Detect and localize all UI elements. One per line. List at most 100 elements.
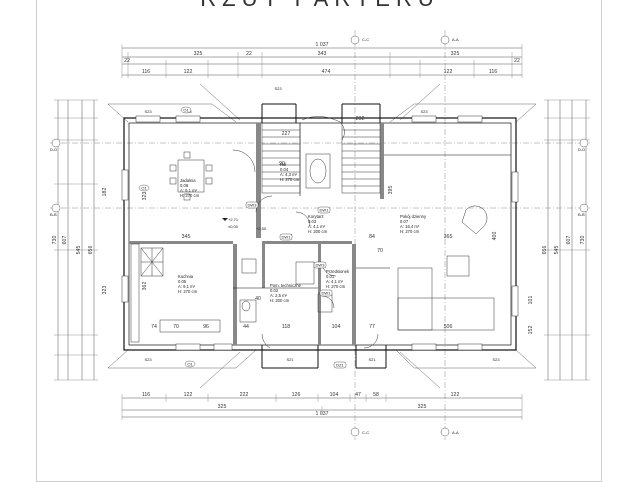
dim-misc: 74 — [151, 324, 157, 330]
window-tag: S21 — [368, 357, 376, 362]
svg-text:0.01: 0.01 — [326, 274, 335, 279]
svg-text:0.04: 0.04 — [280, 167, 289, 172]
dim-misc: 90 — [279, 161, 285, 167]
dim-right-part-c: 101 — [528, 296, 534, 305]
dim-misc: 506 — [444, 324, 453, 330]
dim-right-part-d: 152 — [528, 326, 534, 335]
level-marks: +2.71 ±0,00 +2,50 — [222, 217, 267, 231]
dim-top-row3-c: 122 — [184, 69, 193, 75]
section-label-bb: B-B — [50, 212, 57, 217]
dim-left-part-a: 182 — [102, 188, 108, 197]
door-tag: DW3 — [248, 203, 258, 208]
svg-text:Kuchnia: Kuchnia — [178, 274, 194, 279]
level-mark: ±0,00 — [228, 224, 239, 229]
dimension-labels: 1 037 325 22 343 325 22 116 122 474 122 … — [52, 42, 586, 417]
dim-top-row2-c: 343 — [318, 51, 327, 57]
svg-text:Korytarz: Korytarz — [308, 214, 324, 219]
plan-title: RZUT PARTERU — [0, 0, 640, 12]
section-markers: C-C A-A C-C A-A B-B B-B D-D D-D — [50, 35, 589, 437]
svg-text:H: 200 cm: H: 200 cm — [308, 229, 328, 234]
windows — [121, 115, 519, 351]
level-mark: +2.71 — [228, 217, 239, 222]
svg-text:A: 16,4 m²: A: 16,4 m² — [400, 224, 420, 229]
dim-bottom-d: 126 — [292, 392, 301, 398]
svg-text:A: 4,1 m²: A: 4,1 m² — [326, 279, 344, 284]
dim-right-part-b: 400 — [492, 232, 498, 241]
dim-left-sub-a: 607 — [62, 236, 68, 245]
window-code: O1 — [183, 108, 189, 113]
room-jadalnia: Jadalnia 0.06 A: 9,1 m² H: 270 cm — [180, 178, 200, 198]
stairs — [261, 116, 381, 194]
dim-right-sub-c: 656 — [542, 246, 548, 255]
svg-text:H: 270 cm: H: 270 cm — [180, 193, 200, 198]
window-codes: O1 O1 O1 — [138, 106, 196, 368]
dim-top-row3-a: 22 — [124, 58, 130, 64]
dim-misc: 70 — [173, 324, 179, 330]
svg-text:A: 4,1 m²: A: 4,1 m² — [308, 224, 326, 229]
dim-misc: 77 — [369, 324, 375, 330]
dim-top-row2-a: 325 — [194, 51, 203, 57]
dim-misc: 40 — [255, 296, 261, 302]
svg-text:Jadalnia: Jadalnia — [180, 178, 196, 183]
svg-text:Pom. techniczne: Pom. techniczne — [270, 283, 302, 288]
section-label-dd: D-D — [578, 147, 585, 152]
roof-eaves — [107, 83, 537, 389]
interior-partitions — [233, 123, 511, 289]
window-code: O1 — [187, 362, 193, 367]
svg-text:Przedsionek: Przedsionek — [326, 269, 350, 274]
dim-misc: 44 — [243, 324, 249, 330]
room-pom-techniczne: Pom. techniczne 0.02 A: 2,5 m² H: 200 cm — [270, 283, 302, 303]
section-label-cc: C-C — [362, 430, 369, 435]
svg-text:H: 270 cm: H: 270 cm — [178, 289, 198, 294]
dim-top-row3-f: 116 — [489, 69, 497, 75]
dim-misc: 84 — [369, 234, 375, 240]
dim-top-row3-g: 22 — [514, 58, 520, 64]
door-swings — [232, 149, 379, 349]
section-label-bb: B-B — [578, 212, 585, 217]
svg-text:0.06: 0.06 — [180, 183, 189, 188]
dim-left-part-d: 362 — [142, 282, 148, 291]
window-tag: S23 — [274, 86, 282, 91]
room-hol: Hol 0.04 A: 4,3 m² H: 270 cm — [280, 162, 300, 182]
svg-text:0.02: 0.02 — [270, 288, 279, 293]
dim-right-part-a: 395 — [388, 186, 394, 195]
room-kuchnia: Kuchnia 0.05 A: 9,1 m² H: 270 cm — [178, 274, 198, 294]
room-pokoj-dzienny: Pokój dzienny 0.07 A: 16,4 m² H: 270 cm — [400, 214, 427, 234]
dim-right-sub-a: 607 — [566, 236, 572, 245]
svg-text:H: 200 cm: H: 200 cm — [270, 298, 290, 303]
door-tag: DZ1 — [336, 363, 344, 368]
dim-bottom-g: 58 — [373, 392, 379, 398]
room-korytarz: Korytarz 0.03 A: 4,1 m² H: 200 cm — [308, 214, 328, 234]
svg-text:A: 9,1 m²: A: 9,1 m² — [180, 188, 198, 193]
dim-right-total: 730 — [580, 236, 586, 245]
door-tag: DW1 — [320, 208, 330, 213]
dim-left-sub-b: 545 — [76, 246, 82, 255]
dim-total-bottom: 1 037 — [316, 411, 329, 417]
section-label-aa: A-A — [452, 430, 459, 435]
window-code: O1 — [141, 186, 147, 191]
dim-misc: 365 — [444, 234, 453, 240]
svg-text:0.05: 0.05 — [178, 279, 187, 284]
section-label-dd: D-D — [50, 147, 57, 152]
wall-fill — [129, 123, 384, 345]
dim-misc: 345 — [182, 234, 191, 240]
dim-misc: 227 — [282, 131, 291, 137]
window-tag: S23 — [144, 357, 152, 362]
svg-text:0.03: 0.03 — [308, 219, 317, 224]
svg-text:H: 270 cm: H: 270 cm — [400, 229, 420, 234]
level-mark: +2,50 — [256, 226, 267, 231]
window-tag: S23 — [144, 109, 152, 114]
room-labels: Jadalnia 0.06 A: 9,1 m² H: 270 cm Kuchni… — [178, 162, 427, 303]
svg-text:Hol: Hol — [280, 162, 286, 167]
room-przedsionek: Przedsionek 0.01 A: 4,1 m² H: 270 cm — [326, 269, 350, 289]
dim-bottom-b: 122 — [184, 392, 193, 398]
dim-bottom-e: 104 — [330, 392, 339, 398]
dim-top-row3-e: 122 — [444, 69, 453, 75]
dim-bottom2-a: 325 — [218, 404, 227, 410]
window-tag: S23 — [420, 109, 428, 114]
dim-misc: 202 — [356, 116, 365, 122]
dim-top-row3-d: 474 — [322, 69, 331, 75]
window-tag: S23 — [492, 357, 500, 362]
